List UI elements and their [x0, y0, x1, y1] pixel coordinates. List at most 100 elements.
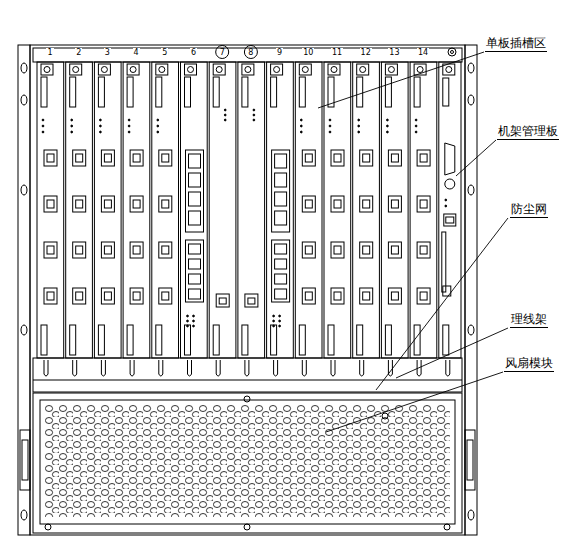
drawing-stroke	[47, 154, 54, 162]
rj45-port	[216, 294, 229, 307]
drawing-stroke	[445, 199, 447, 201]
optical-port	[101, 150, 114, 166]
board	[209, 62, 236, 358]
optical-port	[417, 196, 430, 212]
drawing-stroke	[273, 325, 275, 327]
drawing-stroke	[253, 109, 255, 111]
optical-port	[44, 242, 57, 258]
drawing-stroke	[127, 77, 133, 107]
drawing-stroke	[45, 524, 51, 530]
optical-port	[44, 150, 57, 166]
drawing-stroke	[273, 320, 275, 322]
drawing-stroke	[127, 325, 133, 355]
slot-number: 9	[276, 48, 283, 57]
drawing-stroke	[70, 325, 76, 355]
drawing-stroke	[162, 200, 169, 208]
drawing-stroke	[388, 67, 394, 73]
board	[410, 62, 437, 358]
drawing-stroke	[468, 510, 474, 520]
optical-port	[360, 150, 373, 166]
optical-port	[331, 242, 344, 258]
drawing-stroke	[329, 131, 331, 133]
optical-port	[388, 242, 401, 258]
drawing-stroke	[21, 325, 27, 335]
optical-port	[130, 288, 143, 304]
slot-number: 7	[219, 48, 226, 57]
drawing-stroke	[275, 173, 287, 187]
optical-port	[331, 196, 344, 212]
drawing-stroke	[299, 325, 305, 355]
drawing-stroke	[420, 154, 427, 162]
drawing-stroke	[42, 125, 44, 127]
drawing-stroke	[71, 131, 73, 133]
rj45-stack	[272, 240, 290, 302]
drawing-stroke	[357, 325, 363, 355]
drawing-stroke	[275, 192, 287, 206]
drawing-stroke	[391, 154, 398, 162]
optical-port	[159, 196, 172, 212]
optical-port	[302, 242, 315, 258]
optical-port	[159, 288, 172, 304]
optical-port	[388, 196, 401, 212]
drawing-stroke	[70, 64, 82, 75]
drawing-stroke	[358, 125, 360, 127]
drawing-stroke	[187, 320, 189, 322]
drawing-stroke	[446, 67, 452, 73]
slot-number: 8	[247, 48, 254, 57]
drawing-stroke	[334, 154, 341, 162]
board	[123, 62, 150, 358]
drawing-stroke	[334, 200, 341, 208]
board	[353, 62, 380, 358]
drawing-stroke	[189, 274, 201, 284]
rj45-stack	[186, 240, 204, 302]
slot-number: 12	[360, 48, 372, 57]
drawing-stroke	[302, 360, 306, 376]
drawing-stroke	[41, 77, 47, 107]
drawing-stroke	[445, 205, 447, 207]
drawing-stroke	[104, 154, 111, 162]
drawing-stroke	[451, 51, 454, 54]
optical-port	[130, 242, 143, 258]
drawing-stroke	[44, 67, 50, 73]
drawing-stroke	[224, 119, 226, 121]
drawing-stroke	[468, 95, 474, 105]
drawing-stroke	[44, 360, 48, 376]
slot-number: 13	[388, 48, 400, 57]
drawing-stroke	[273, 315, 275, 317]
optical-port	[159, 242, 172, 258]
drawing-stroke	[21, 185, 27, 195]
slot-number: 6	[190, 48, 197, 57]
drawing-stroke	[76, 246, 83, 254]
management-board	[439, 62, 461, 358]
drawing-stroke	[189, 192, 201, 206]
drawing-stroke	[104, 200, 111, 208]
drawing-stroke	[360, 67, 366, 73]
drawing-stroke	[133, 200, 140, 208]
slot-number: 14	[417, 48, 429, 57]
drawing-stroke	[334, 246, 341, 254]
drawing-stroke	[415, 125, 417, 127]
drawing-stroke	[40, 400, 455, 524]
drawing-stroke	[216, 46, 229, 59]
drawing-stroke	[446, 217, 454, 223]
drawing-stroke	[300, 125, 302, 127]
drawing-stroke	[159, 67, 165, 73]
drawing-stroke	[189, 211, 201, 225]
drawing-stroke	[76, 154, 83, 162]
drawing-stroke	[185, 325, 191, 355]
drawing-stroke	[357, 64, 369, 75]
callout-label: 机架管理板	[497, 124, 559, 140]
drawing-stroke	[98, 325, 104, 355]
drawing-stroke	[42, 119, 44, 121]
board	[37, 62, 64, 358]
drawing-stroke	[387, 125, 389, 127]
drawing-stroke	[185, 64, 197, 75]
drawing-stroke	[244, 396, 250, 402]
drawing-stroke	[300, 119, 302, 121]
drawing-stroke	[414, 77, 420, 107]
drawing-stroke	[391, 292, 398, 300]
drawing-stroke	[101, 360, 105, 376]
drawing-stroke	[328, 64, 340, 75]
drawing-stroke	[385, 64, 397, 75]
